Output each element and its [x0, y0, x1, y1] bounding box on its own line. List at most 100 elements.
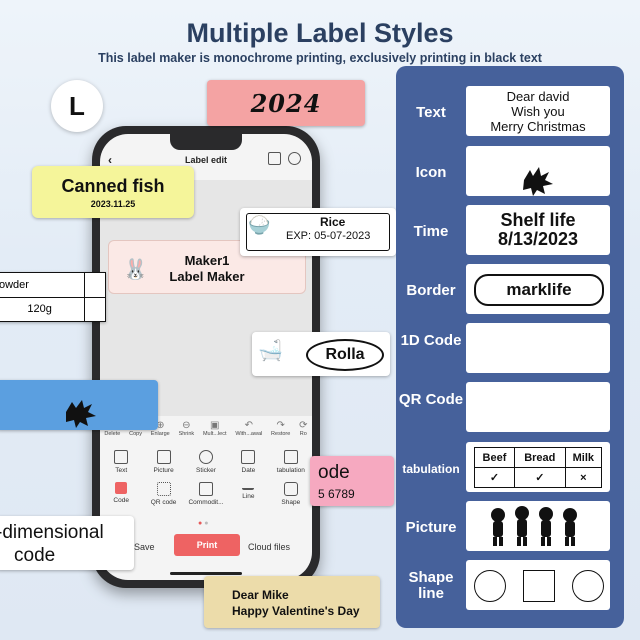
picture-icon	[156, 450, 171, 464]
valentine-line1: Dear Mike	[232, 588, 289, 602]
table-icon	[283, 450, 298, 464]
back-icon[interactable]: ‹	[108, 153, 112, 167]
tool-shape[interactable]: Shape	[270, 482, 312, 506]
canned-date: 2023.11.25	[90, 199, 136, 209]
canvas-label-line2: Label Maker	[169, 269, 245, 284]
code-number: 5 6789	[318, 487, 355, 501]
line-icon	[242, 482, 255, 490]
row-name: 1D Code	[400, 332, 462, 349]
text-line2: Wish you	[511, 104, 565, 119]
tool-picture[interactable]: Picture	[142, 450, 184, 474]
marklife-text: marklife	[474, 274, 604, 306]
holly-icon	[66, 400, 96, 428]
shape-icon	[283, 482, 298, 496]
valentine-line2: Happy Valentine's Day	[232, 604, 360, 618]
minus-icon: ⊖	[182, 420, 191, 431]
tool-qr-code[interactable]: QR code	[142, 482, 184, 506]
print-button[interactable]: Print	[174, 534, 240, 556]
qr-code-sample	[466, 382, 610, 432]
bottom-bar: Save Print Cloud files	[100, 534, 312, 562]
tool-commodity[interactable]: Commodit...	[185, 482, 227, 506]
layers-icon[interactable]	[268, 152, 281, 165]
powder-weight: 120g	[0, 296, 86, 322]
text-line1: Dear david	[506, 89, 570, 104]
powder-label: owder 120g	[0, 272, 106, 322]
rice-border	[246, 213, 390, 251]
row-name: tabulation	[402, 462, 460, 476]
multiselect-button[interactable]: ▣Mult...lect	[202, 420, 227, 437]
valentine-label: Dear Mike Happy Valentine's Day	[204, 576, 380, 628]
tool-grid: Text Picture Sticker Date tabulation Cod…	[100, 450, 312, 506]
undo-icon: ↶	[244, 420, 253, 431]
code-text: ode	[318, 462, 350, 483]
style-row-tabulation: tabulation Beef Bread Milk ✓ ✓ ×	[396, 442, 624, 494]
multiselect-icon: ▣	[210, 420, 220, 431]
barcode-icon	[115, 482, 128, 494]
size-badge: L	[51, 80, 103, 132]
calendar-icon	[241, 450, 256, 464]
withdrawal-button[interactable]: ↶With...awal	[235, 420, 263, 437]
tool-text[interactable]: Text	[100, 450, 142, 474]
text-sample: Dear david Wish you Merry Christmas	[466, 86, 610, 136]
bath-dog-icon: 🛁	[258, 340, 283, 362]
style-row-picture: Picture	[396, 501, 624, 553]
tool-line[interactable]: Line	[227, 482, 269, 506]
barcode-sample	[466, 323, 610, 373]
shelf-life-date: 8/13/2023	[497, 229, 579, 249]
rice-label: 🍚 Rice EXP: 05-07-2023	[240, 208, 396, 256]
style-row-icon: Icon	[396, 146, 624, 198]
powder-name: owder	[0, 272, 86, 298]
rice-title: Rice	[320, 215, 346, 229]
row-name: QR Code	[398, 391, 464, 408]
rice-bowl-icon: 🍚	[248, 215, 271, 235]
row-name: Time	[413, 223, 449, 240]
text-icon	[114, 450, 129, 464]
year-dragon-label: 2024	[207, 80, 365, 126]
row-name: Picture	[405, 519, 457, 536]
icon-sample	[466, 146, 610, 196]
row-name: Icon	[415, 164, 447, 181]
page-subtitle: This label maker is monochrome printing,…	[98, 51, 542, 65]
settings-icon[interactable]	[288, 152, 301, 165]
tool-tabulation[interactable]: tabulation	[270, 450, 312, 474]
tabulation-table: Beef Bread Milk ✓ ✓ ×	[474, 447, 603, 488]
code-label: ode 5 6789	[310, 456, 394, 506]
page-indicator: ● ●	[198, 520, 209, 527]
style-row-shape-line: Shape line	[396, 560, 624, 612]
dimensional-code-label: -dimensional code	[0, 516, 134, 570]
shelf-life-text: Shelf life	[500, 210, 576, 230]
save-button[interactable]: Save	[134, 542, 155, 552]
circle-shape	[474, 570, 506, 602]
label-canvas[interactable]: 🐰 Maker1 Label Maker	[100, 180, 312, 416]
rotate-button[interactable]: ⟳Ro	[299, 420, 308, 437]
phone-notch	[170, 134, 242, 150]
shrink-button[interactable]: ⊖Shrink	[178, 420, 195, 437]
canvas-label-line1: Maker1	[184, 253, 230, 268]
border-sample: marklife	[466, 264, 610, 314]
rice-exp: EXP: 05-07-2023	[286, 230, 371, 242]
row-name: Shape line	[408, 569, 454, 602]
commodity-icon	[198, 482, 213, 496]
style-row-qr-code: QR Code	[396, 382, 624, 434]
table-header-milk: Milk	[564, 447, 603, 468]
restore-button[interactable]: ↷Restore	[271, 420, 291, 437]
tool-code[interactable]: Code	[100, 482, 142, 506]
enlarge-button[interactable]: ⊕Enlarge	[150, 420, 170, 437]
time-sample: Shelf life 8/13/2023	[466, 205, 610, 255]
powder-table: owder 120g	[0, 272, 106, 322]
cloud-files-button[interactable]: Cloud files	[248, 542, 291, 552]
dimensional-line1: -dimensional	[0, 522, 104, 543]
holly-icon	[523, 167, 553, 196]
style-row-time: Time Shelf life 8/13/2023	[396, 205, 624, 257]
blue-holly-label	[0, 380, 158, 430]
tabulation-sample: Beef Bread Milk ✓ ✓ ×	[466, 442, 610, 492]
style-row-text: Text Dear david Wish you Merry Christmas	[396, 86, 624, 138]
rotate-icon: ⟳	[299, 420, 308, 431]
row-name: Text	[416, 104, 446, 121]
rolla-text: Rolla	[306, 339, 384, 371]
tool-sticker[interactable]: Sticker	[185, 450, 227, 474]
row-name: Border	[406, 282, 456, 299]
rolla-label: 🛁 Rolla	[252, 332, 390, 376]
bunny-icon: 🐰	[123, 259, 148, 281]
tool-date[interactable]: Date	[227, 450, 269, 474]
